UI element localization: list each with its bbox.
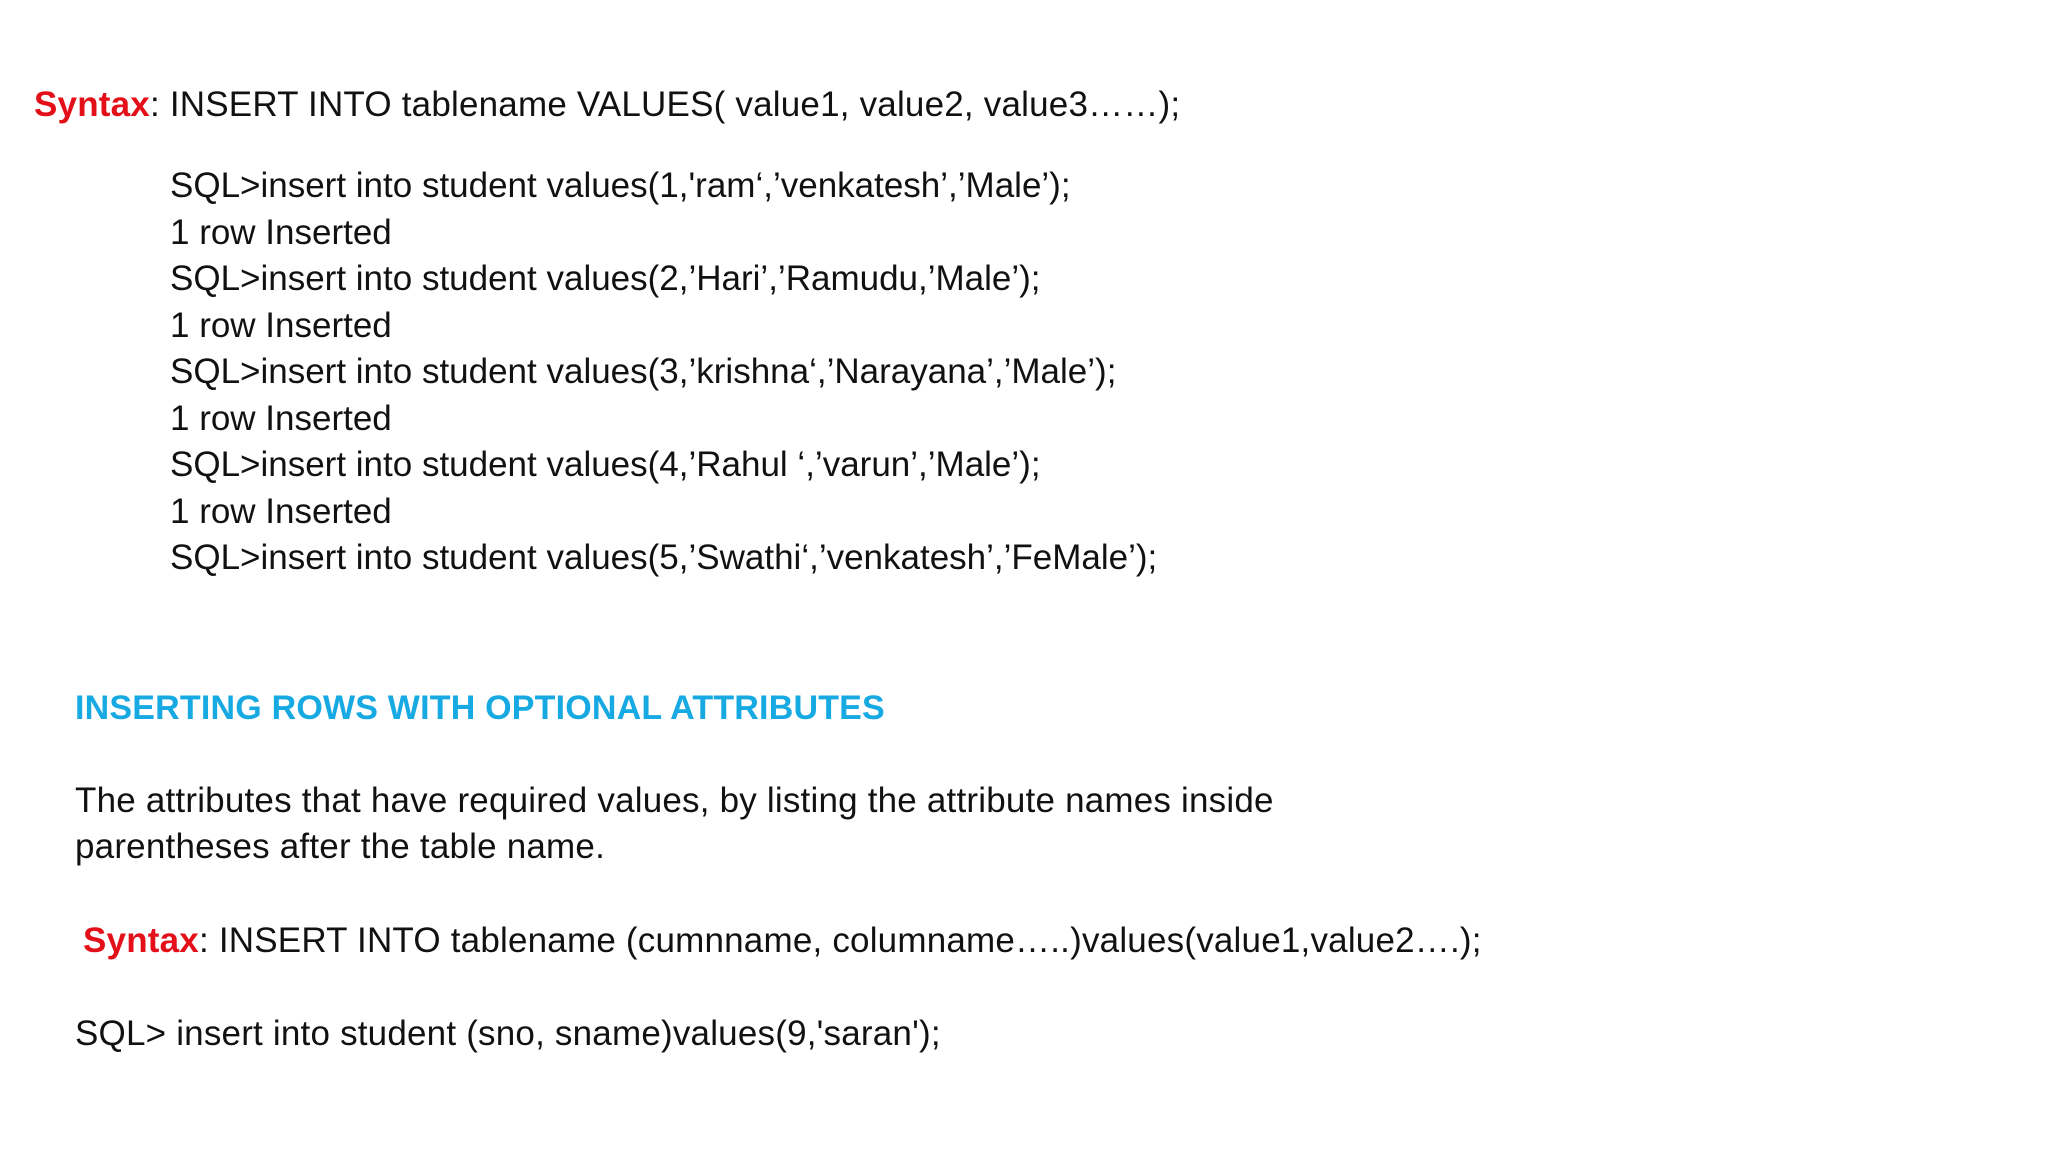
section-description-line-2: parentheses after the table name. — [75, 827, 605, 866]
example-line: SQL>insert into student values(3,’krishn… — [170, 352, 1117, 391]
example-line: SQL>insert into student values(2,’Hari’,… — [170, 259, 1041, 298]
syntax-text: : INSERT INTO tablename VALUES( value1, … — [149, 85, 1181, 124]
example-line: SQL>insert into student values(5,’Swathi… — [170, 538, 1158, 577]
example-line: 1 row Inserted — [170, 398, 392, 438]
syntax-keyword: Syntax — [34, 85, 150, 124]
example-block: SQL>insert into student values(1,'ram‘,’… — [170, 163, 1157, 582]
syntax-text: : INSERT INTO tablename (cumnname, colum… — [198, 921, 1482, 960]
example-line: SQL>insert into student values(1,'ram‘,’… — [170, 166, 1071, 205]
section-description-line-1: The attributes that have required values… — [75, 781, 1274, 820]
example-line: 1 row Inserted — [170, 491, 392, 531]
final-example-line: SQL> insert into student (sno, sname)val… — [75, 1014, 941, 1053]
syntax-line-2: Syntax: INSERT INTO tablename (cumnname,… — [83, 918, 1482, 964]
example-line: 1 row Inserted — [170, 212, 392, 252]
example-line: 1 row Inserted — [170, 305, 392, 345]
syntax-line-1: Syntax: INSERT INTO tablename VALUES( va… — [34, 82, 1180, 128]
example-line: SQL>insert into student values(4,’Rahul … — [170, 445, 1041, 484]
section-heading: INSERTING ROWS WITH OPTIONAL ATTRIBUTES — [75, 689, 885, 727]
syntax-keyword: Syntax — [83, 921, 199, 960]
